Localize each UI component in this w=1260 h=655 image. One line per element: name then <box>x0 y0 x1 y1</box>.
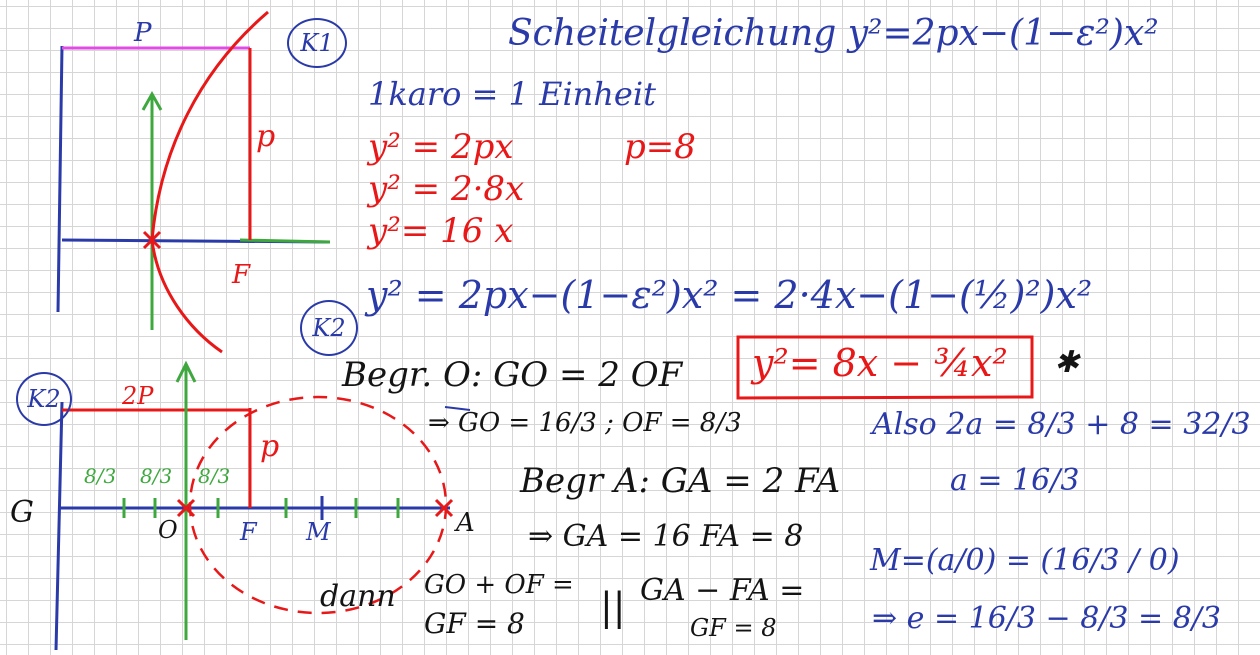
d2-label-a: A <box>456 508 475 538</box>
diagram-1 <box>56 10 331 354</box>
k1-eq2: y² = 2·8x <box>368 169 525 209</box>
marker-k2-top: K2 <box>300 300 358 356</box>
d1-label-p-top: P <box>134 18 152 48</box>
right-line4: ⇒ e = 16/3 − 8/3 = 8/3 <box>872 601 1221 636</box>
dann-left-line2: GF = 8 <box>424 607 525 640</box>
d1-left-axis <box>56 45 64 313</box>
d2-label-2p: 2P <box>122 382 154 410</box>
d2-dashed-ellipse <box>188 395 448 615</box>
d1-x-axis-green <box>239 238 331 244</box>
d1-parabola <box>150 10 269 354</box>
boxed-equation-frame <box>736 335 1034 400</box>
right-line3: M=(a/0) = (16/3 / 0) <box>870 543 1180 578</box>
dann-right-line2: GF = 8 <box>690 614 777 642</box>
d2-ticks <box>122 498 400 518</box>
diagram-2 <box>54 360 454 651</box>
right-line1: Also 2a = 8/3 + 8 = 32/3 <box>872 407 1251 442</box>
scale-note: 1karo = 1 Einheit <box>368 75 656 113</box>
title-scheitelgleichung: Scheitelgleichung y²=2px−(1−ε²)x² <box>508 13 1159 54</box>
d2-label-g: G <box>10 495 34 530</box>
d2-seg1-label: 8/3 <box>84 464 117 488</box>
star-mark: ✱ <box>1054 345 1080 380</box>
begr-o-line1: Begr. O: GO = 2 OF <box>342 355 683 395</box>
d1-vertex-cross <box>142 230 162 250</box>
dann-right-line1: GA − FA = <box>640 573 805 608</box>
d2-y-arrow <box>175 360 197 383</box>
d2-label-m: M <box>306 518 331 546</box>
k1-eq1: y² = 2px <box>368 127 514 167</box>
right-line2: a = 16/3 <box>950 463 1080 498</box>
dann-left-line1: GO + OF = <box>424 570 574 600</box>
d2-a-cross <box>434 498 454 518</box>
k2-equation: y² = 2px−(1−ε²)x² = 2·4x−(1−(½)²)x² <box>366 273 1093 317</box>
boxed-equation: y²= 8x − ¾x² <box>752 341 1008 385</box>
d2-label-o: O <box>158 516 178 544</box>
begr-a-line1: Begr A: GA = 2 FA <box>520 461 841 501</box>
marker-k2-left: K2 <box>16 372 72 426</box>
k1-p-value: p=8 <box>624 127 696 167</box>
begr-a-line2: ⇒ GA = 16 FA = 8 <box>528 519 804 554</box>
k1-eq3: y²= 16 x <box>368 211 514 251</box>
d2-left-axis <box>54 401 64 651</box>
d1-y-arrow <box>141 90 163 111</box>
pen-overline <box>444 406 471 411</box>
marker-k1: K1 <box>287 18 347 68</box>
dann-word: dann <box>320 579 396 614</box>
d1-label-p-side: p <box>256 119 276 154</box>
d2-seg3-label: 8/3 <box>198 464 231 488</box>
d2-label-f: F <box>240 518 257 546</box>
d2-seg2-label: 8/3 <box>140 464 173 488</box>
begr-o-line2: ⇒ GO = 16/3 ; OF = 8/3 <box>428 408 742 438</box>
dann-separator: || <box>600 585 626 629</box>
d2-label-p-side: p <box>260 429 280 464</box>
d1-label-f: F <box>232 260 251 290</box>
